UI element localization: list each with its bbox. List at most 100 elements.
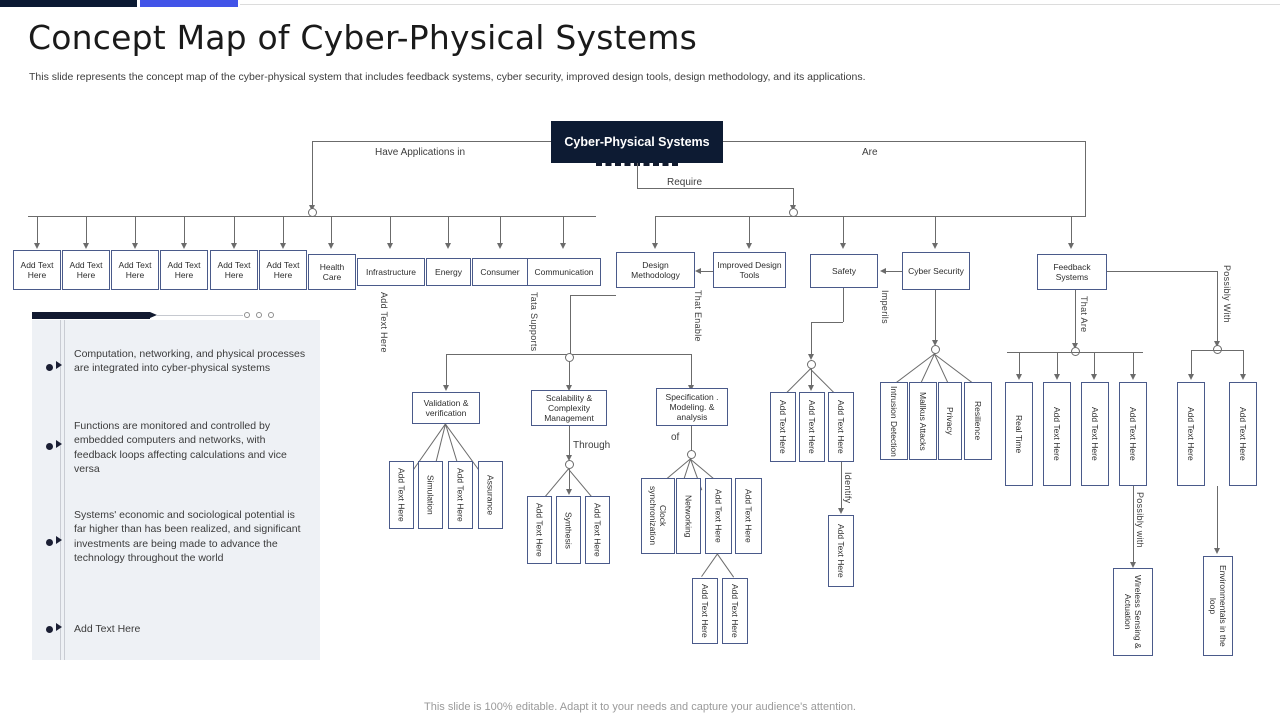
apps-drop-5 [234,216,235,244]
edge-label-imperils: Imperils [880,290,890,324]
panel-dot-3[interactable] [268,312,274,318]
edge-dm-left [570,295,616,296]
list-item[interactable]: Computation, networking, and physical pr… [46,347,308,376]
list-item[interactable]: Add Text Here [46,622,308,636]
node-spec-grandchild-1[interactable]: Add Text Here [692,578,718,644]
dm-arrow-2 [565,385,572,391]
bullet-dot-icon [46,443,53,450]
node-environmentals-in-the-loop[interactable]: Environmentals in the loop [1203,556,1233,656]
node-application-4[interactable]: Add Text Here [160,250,208,290]
require-arrow-5 [1067,243,1074,249]
node-improved-design-tools[interactable]: Improved Design Tools [713,252,786,288]
node-scalability-child-3[interactable]: Add Text Here [585,496,610,564]
node-spec-grandchild-2[interactable]: Add Text Here [722,578,748,644]
edge-safety-identify [841,462,842,510]
list-item[interactable]: Functions are monitored and controlled b… [46,419,308,477]
node-intrusion-detection[interactable]: Intrusion Detection [880,382,908,460]
apps-arrow-5 [230,243,237,249]
arrow-scalability-hub [565,455,572,461]
edge-feedback-down [1075,290,1076,346]
node-spec-child-3[interactable]: Add Text Here [705,478,732,554]
node-possibly-child-2[interactable]: Add Text Here [1229,382,1257,486]
node-safety-child-3[interactable]: Add Text Here [828,392,854,462]
node-application-5[interactable]: Add Text Here [210,250,258,290]
list-item[interactable]: Systems' economic and sociological poten… [46,508,308,566]
node-safety[interactable]: Safety [810,254,878,288]
node-safety-child-2[interactable]: Add Text Here [799,392,825,462]
panel-dot-1[interactable] [244,312,250,318]
edge-require-v2 [793,188,794,205]
arrow-security-to-safety [880,267,886,274]
node-spec-child-4[interactable]: Add Text Here [735,478,762,554]
panel-progress-track [157,315,243,316]
node-health-care[interactable]: Health Care [308,254,356,290]
node-application-2[interactable]: Add Text Here [62,250,110,290]
node-design-methodology[interactable]: Design Methodology [616,252,695,288]
page-title: Concept Map of Cyber-Physical Systems [28,18,697,57]
feedback-drop-4 [1133,352,1134,376]
node-possibly-child-1[interactable]: Add Text Here [1177,382,1205,486]
edge-label-require: Require [667,177,703,188]
node-safety-child-1[interactable]: Add Text Here [770,392,796,462]
panel-rail-right [64,320,65,660]
node-scalability-child-2[interactable]: Synthesis [556,496,581,564]
node-scalability-child-1[interactable]: Add Text Here [527,496,552,564]
edge-possibly-v [1217,271,1218,343]
bullet-dot-icon [46,364,53,371]
arrow-safety-2 [807,385,814,391]
edge-label-through: Through [573,440,611,451]
hub-safety [807,360,816,369]
bullet-triangle-icon [56,623,62,631]
apps-drop-9 [448,216,449,244]
node-real-time[interactable]: Real Time [1005,382,1033,486]
node-feedback-child-4[interactable]: Add Text Here [1119,382,1147,486]
node-feedback-child-2[interactable]: Add Text Here [1043,382,1071,486]
node-specification-modeling[interactable]: Specification . Modeling. & analysis [656,388,728,426]
panel-dot-2[interactable] [256,312,262,318]
node-networking[interactable]: Networking [676,478,701,554]
node-validation-child-4[interactable]: Assurance [478,461,503,529]
node-validation-child-2[interactable]: Simulation [418,461,443,529]
node-application-1[interactable]: Add Text Here [13,250,61,290]
hub-feedback-systems [1071,347,1080,356]
node-validation-verification[interactable]: Validation & verification [412,392,480,424]
dm-drop-3 [691,354,692,386]
node-mallkus-attacks[interactable]: Mallkus Attacks [909,382,937,460]
feedback-arrow-4 [1129,374,1136,380]
feedback-arrow-1 [1015,374,1022,380]
node-validation-child-3[interactable]: Add Text Here [448,461,473,529]
fan-security-1 [892,353,935,386]
hub-cyber-security [931,345,940,354]
node-communication[interactable]: Communication [527,258,601,286]
node-application-6[interactable]: Add Text Here [259,250,307,290]
node-validation-child-1[interactable]: Add Text Here [389,461,414,529]
node-clock-synchronization[interactable]: Clock synchronization [641,478,675,554]
bullet-text-3: Systems' economic and sociological poten… [74,509,301,565]
node-safety-grandchild[interactable]: Add Text Here [828,515,854,587]
bullet-text-4: Add Text Here [74,623,141,635]
edge-feedback-wireless [1133,486,1134,564]
node-resilience[interactable]: Resilience [964,382,992,460]
apps-drop-4 [184,216,185,244]
node-wireless-sensing-actuation[interactable]: Wireless Sensing & Actuation [1113,568,1153,656]
node-feedback-systems[interactable]: Feedback Systems [1037,254,1107,290]
possibly-arrow-2 [1239,374,1246,380]
edge-require-v1 [637,163,638,188]
panel-rail-left [60,320,61,660]
node-cyber-physical-systems[interactable]: Cyber-Physical Systems [551,121,723,163]
node-cyber-security[interactable]: Cyber Security [902,252,970,290]
node-scalability-complexity[interactable]: Scalability & Complexity Management [531,390,607,426]
require-distribution-bar [655,216,1086,217]
arrow-security-hub [931,340,938,346]
node-privacy[interactable]: Privacy [938,382,962,460]
fan-spec-gc-2 [717,554,735,578]
possibly-drop-2 [1243,350,1244,376]
apps-drop-6 [283,216,284,244]
apps-arrow-11 [559,243,566,249]
node-energy[interactable]: Energy [426,258,471,286]
node-consumer[interactable]: Consumer [472,258,528,286]
apps-distribution-bar [28,216,596,217]
node-feedback-child-3[interactable]: Add Text Here [1081,382,1109,486]
node-application-3[interactable]: Add Text Here [111,250,159,290]
node-infrastructure[interactable]: Infrastructure [357,258,425,286]
